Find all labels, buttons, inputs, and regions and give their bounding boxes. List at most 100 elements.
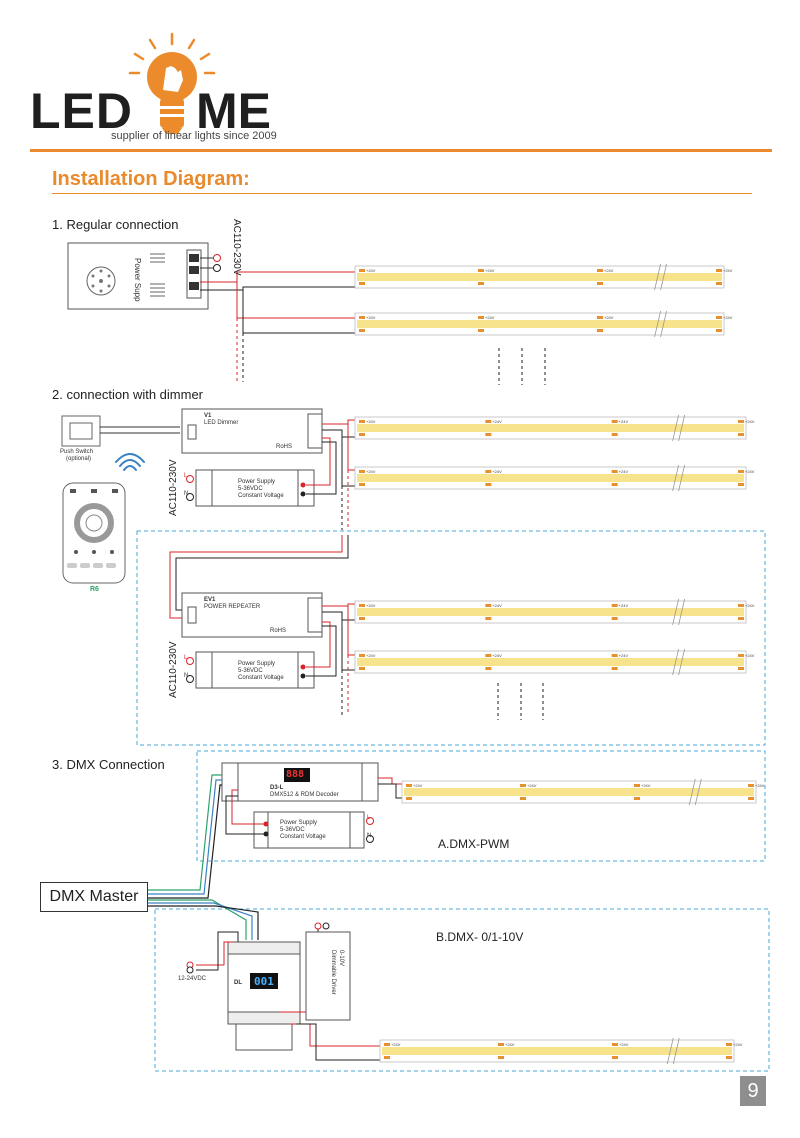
strip-pad — [359, 329, 365, 332]
strip-plus-label: +24V — [485, 315, 495, 320]
strip-cut-mark — [672, 598, 686, 626]
strip-pad — [485, 470, 492, 473]
ps2-line2: 5-36VDC — [238, 668, 263, 674]
ps3-line1: Power Supply — [280, 820, 318, 826]
logo-me-text: ME — [196, 83, 271, 139]
power-repeater-ev1 — [181, 592, 323, 638]
strip-pad — [726, 1043, 732, 1046]
strip-pad — [485, 420, 492, 423]
ac-input-label-1: AC110-230V — [231, 219, 242, 276]
strip-pad — [611, 470, 618, 473]
strip-pad — [738, 420, 744, 423]
dimmer-model-label: V1 — [204, 413, 212, 419]
strip-pad — [384, 1056, 390, 1059]
logo-led-text: LED — [30, 83, 133, 139]
terminal-n-2: N — [184, 673, 189, 679]
strip-pad — [498, 1056, 504, 1059]
dl-display: 001 — [254, 975, 274, 988]
strip-plus-label: +24V — [492, 469, 502, 474]
strip-pad — [612, 1056, 618, 1059]
strip-pad — [485, 654, 492, 657]
decoder-name-label: DMX512 & RDM Decoder — [270, 792, 339, 798]
repeater-model-label: EV1 — [204, 597, 216, 603]
strip-pad — [738, 470, 744, 473]
push-switch — [61, 415, 101, 447]
strip-pad — [597, 282, 603, 285]
ac-input-label-3: AC110-230V — [168, 641, 179, 698]
strip-plus-label: +24V — [492, 653, 502, 658]
remote-control — [62, 482, 126, 584]
section-dimmer-connection: 2. connection with dimmer — [52, 387, 204, 402]
strip-pad — [485, 617, 492, 620]
strip-pad — [359, 667, 365, 670]
strip-pad — [359, 420, 365, 423]
strip-plus-label: +24V — [745, 419, 755, 424]
strip-pad — [406, 797, 412, 800]
page-title: Installation Diagram: — [52, 168, 250, 190]
strip-pad — [406, 784, 412, 787]
led-strip: +24V+24V+24V+24V — [354, 310, 733, 338]
strip-pad — [634, 797, 640, 800]
ps1-line2: 5-36VDC — [238, 486, 263, 492]
strip-pad — [716, 316, 722, 319]
strip-pad — [738, 483, 744, 486]
remote-model-label: R6 — [90, 586, 99, 593]
decoder-model-label: D3-L — [270, 785, 284, 791]
strip-plus-label: +24V — [619, 1042, 629, 1047]
strip-pad — [597, 316, 603, 319]
strip-plus-label: +24V — [366, 315, 376, 320]
led-strip: +24V+24V+24V+24V — [379, 1037, 743, 1065]
repeater-dashed-box — [136, 530, 766, 746]
ps1-line1: Power Supply — [238, 479, 276, 485]
strip-pad — [359, 617, 365, 620]
strip-plus-label: +24V — [745, 469, 755, 474]
strip-pad — [611, 604, 618, 607]
strip-pad — [611, 667, 618, 670]
strip-plus-label: +24V — [619, 603, 629, 608]
strip-plus-label: +24V — [366, 603, 376, 608]
terminal-n-3: N — [367, 833, 372, 839]
section-regular-connection: 1. Regular connection — [52, 217, 179, 232]
strip-pad — [611, 420, 618, 423]
terminal-l-3: L — [367, 815, 371, 821]
strip-pad — [485, 433, 492, 436]
strip-cut-mark — [672, 464, 686, 492]
strip-pad — [597, 329, 603, 332]
ps2-line3: Constant Voltage — [238, 675, 284, 681]
strip-pad — [738, 667, 744, 670]
strip-cut-mark — [672, 648, 686, 676]
strip-plus-label: +24V — [366, 653, 376, 658]
dimmer-rohs-label: RoHS — [276, 444, 293, 450]
strip-plus-label: +24V — [492, 419, 502, 424]
strip-plus-label: +24V — [366, 419, 376, 424]
strip-plus-label: +24V — [733, 1042, 743, 1047]
repeater-rohs-label: RoHS — [270, 628, 287, 634]
strip-plus-label: +24V — [604, 315, 614, 320]
constant-voltage-power-supply-2 — [195, 651, 315, 689]
strip-pad — [485, 667, 492, 670]
led-strip: +24V+24V+24V+24V — [354, 464, 755, 492]
strip-pad — [716, 329, 722, 332]
strip-pad — [359, 654, 365, 657]
strip-pad — [478, 316, 484, 319]
ps2-line1: Power Supply — [238, 661, 276, 667]
decoder-display: 888 — [286, 769, 305, 780]
page-number: 9 — [740, 1076, 766, 1106]
led-strip: +24V+24V+24V+24V — [354, 414, 755, 442]
strip-pad — [384, 1043, 390, 1046]
power-supply-label: Power Supp — [133, 258, 142, 302]
constant-voltage-power-supply-3 — [253, 811, 365, 849]
strip-plus-label: +24V — [619, 653, 629, 658]
strip-pad — [611, 654, 618, 657]
strip-pad — [738, 617, 744, 620]
strip-pad — [520, 784, 526, 787]
terminal-l-2: L — [184, 655, 188, 661]
header-rule — [30, 149, 772, 152]
dimmer-name-label: LED Dimmer — [204, 420, 239, 426]
strip-pad — [498, 1043, 504, 1046]
strip-pad — [359, 604, 365, 607]
strip-cut-mark — [672, 414, 686, 442]
strip-pad — [485, 483, 492, 486]
strip-cut-mark — [666, 1037, 680, 1065]
logo-tagline: supplier of linear lights since 2009 — [111, 130, 277, 142]
